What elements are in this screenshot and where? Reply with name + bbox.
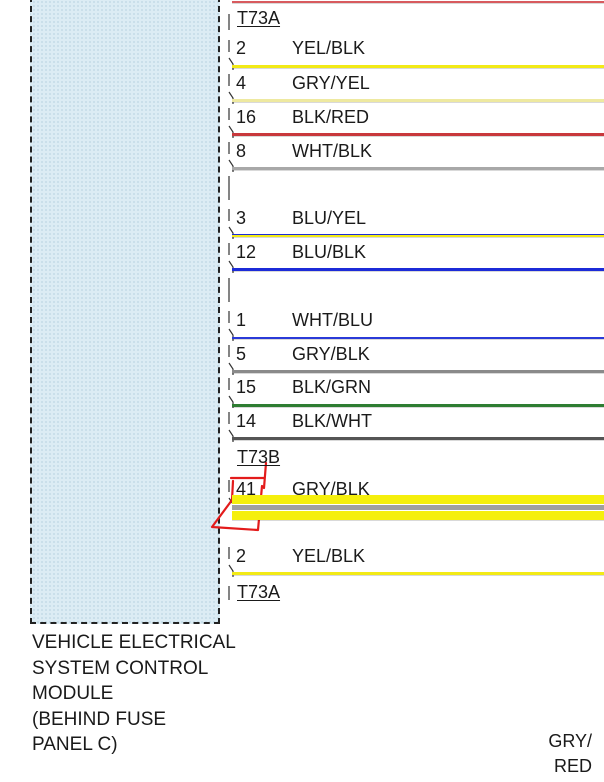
module-label: VEHICLE ELECTRICAL SYSTEM CONTROL MODULE… bbox=[32, 632, 236, 755]
wire-line bbox=[232, 437, 604, 440]
wire-color-label: WHT/BLU bbox=[292, 310, 373, 330]
pin-number: 3 bbox=[236, 208, 247, 228]
connector-label-middle: T73B bbox=[237, 447, 281, 467]
wire-color-label: YEL/BLK bbox=[292, 38, 366, 58]
pin-cavity-mark bbox=[228, 311, 234, 341]
pin-number: 8 bbox=[236, 141, 247, 161]
pin-cavity-mark bbox=[228, 243, 234, 273]
wire-color-label-corner: GRY/ RED bbox=[548, 731, 592, 776]
wire-color-label: BLK/GRN bbox=[292, 377, 372, 397]
pin-cavity-mark bbox=[228, 209, 234, 239]
wire-line bbox=[232, 99, 604, 102]
pin-number: 1 bbox=[236, 310, 247, 330]
connector-label-top: T73A bbox=[237, 8, 281, 28]
wire-color-label: WHT/BLK bbox=[292, 141, 373, 161]
wire-line bbox=[232, 370, 604, 373]
pin-number: 4 bbox=[236, 73, 247, 93]
connector-label-bottom: T73A bbox=[237, 582, 281, 602]
wire-line bbox=[232, 572, 604, 575]
wire-color-label: GRY/BLK bbox=[292, 344, 370, 364]
wire-color-label: BLU/YEL bbox=[292, 208, 367, 228]
pin-number: 41 bbox=[236, 479, 257, 499]
pin-cavity-mark bbox=[228, 108, 234, 138]
pin-number: 16 bbox=[236, 107, 257, 127]
wire-color-label: YEL/BLK bbox=[292, 546, 366, 566]
pin-cavity-mark bbox=[228, 40, 234, 70]
wire-color-label: GRY/YEL bbox=[292, 73, 370, 93]
wire-color-label: BLK/RED bbox=[292, 107, 370, 127]
pin-cavity-mark bbox=[228, 345, 234, 375]
wire-line bbox=[232, 167, 604, 170]
pin-number: 2 bbox=[236, 546, 247, 566]
wire-line bbox=[232, 404, 604, 407]
pin-number: 15 bbox=[236, 377, 257, 397]
pin-cavity-mark bbox=[228, 547, 234, 577]
wire-line bbox=[232, 268, 604, 271]
pin-number: 2 bbox=[236, 38, 247, 58]
wire-line bbox=[232, 234, 604, 237]
pin-number: 12 bbox=[236, 242, 257, 262]
wire-color-label: BLU/BLK bbox=[292, 242, 367, 262]
wire-color-label: BLK/WHT bbox=[292, 411, 373, 431]
pin-cavity-mark bbox=[228, 74, 234, 104]
wire-color-label: GRY/BLK bbox=[292, 479, 370, 499]
module-outline bbox=[30, 0, 220, 624]
pin-cavity-mark bbox=[228, 412, 234, 442]
wire-line bbox=[232, 65, 604, 68]
pin-number: 5 bbox=[236, 344, 247, 364]
pin-number: 14 bbox=[236, 411, 257, 431]
wire-line bbox=[232, 133, 604, 136]
top-red-wire bbox=[232, 1, 604, 3]
pin-cavity-mark bbox=[228, 142, 234, 172]
wire-line-thick bbox=[232, 495, 604, 520]
wire-line bbox=[232, 337, 604, 339]
